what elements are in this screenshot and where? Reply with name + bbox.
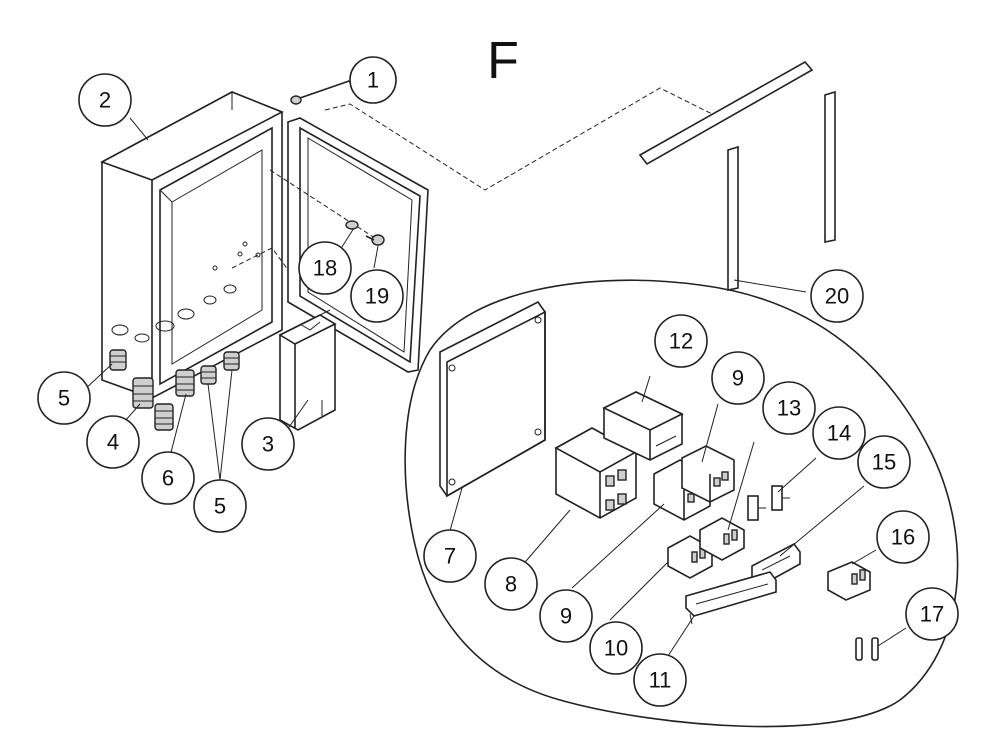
callout-12: 12 xyxy=(654,314,708,368)
cable-gland-small xyxy=(109,349,127,371)
svg-text:16: 16 xyxy=(891,525,915,550)
callout-20: 20 xyxy=(810,269,864,323)
callout-10: 10 xyxy=(589,621,643,675)
callout-7: 7 xyxy=(423,529,477,583)
components-outline xyxy=(404,279,959,728)
callout-18: 18 xyxy=(298,241,352,295)
callout-9: 9 xyxy=(711,351,765,405)
callout-1: 1 xyxy=(349,56,397,104)
cable-gland-medium xyxy=(154,403,174,431)
svg-text:9: 9 xyxy=(560,604,572,629)
fastener-dashed-line xyxy=(269,169,376,239)
mounting-plate xyxy=(439,300,546,498)
svg-text:8: 8 xyxy=(505,572,517,597)
cable-gland-small xyxy=(223,351,240,371)
svg-text:17: 17 xyxy=(920,602,944,627)
selector-switch xyxy=(827,561,871,601)
callout-9: 9 xyxy=(539,589,593,643)
svg-text:6: 6 xyxy=(162,466,174,491)
enclosure-body xyxy=(100,91,301,399)
svg-text:7: 7 xyxy=(444,544,456,569)
svg-text:14: 14 xyxy=(827,421,851,446)
callout-13: 13 xyxy=(762,381,816,435)
auxiliary-contact xyxy=(699,517,745,561)
callout-16: 16 xyxy=(876,510,930,564)
svg-text:5: 5 xyxy=(58,386,70,411)
callout-14: 14 xyxy=(812,406,866,460)
svg-text:13: 13 xyxy=(777,396,801,421)
callout-3: 3 xyxy=(241,417,295,471)
callout-8: 8 xyxy=(484,557,538,611)
mounting-bars xyxy=(638,60,836,291)
callout-17: 17 xyxy=(905,587,959,641)
svg-text:4: 4 xyxy=(107,430,119,455)
svg-text:19: 19 xyxy=(365,284,389,309)
contactor xyxy=(554,427,638,519)
svg-text:5: 5 xyxy=(214,494,226,519)
fuses xyxy=(855,637,879,661)
callout-4: 4 xyxy=(86,415,140,469)
svg-text:12: 12 xyxy=(669,329,693,354)
svg-text:11: 11 xyxy=(649,668,672,693)
fuse-holder xyxy=(747,485,790,521)
svg-text:18: 18 xyxy=(313,256,337,281)
cable-gland-large xyxy=(132,377,154,409)
callout-5: 5 xyxy=(193,479,247,533)
svg-text:9: 9 xyxy=(732,366,744,391)
callout-15: 15 xyxy=(857,435,911,489)
din-rail-bracket xyxy=(278,309,337,431)
callout-11: 11 xyxy=(633,653,687,707)
svg-text:10: 10 xyxy=(604,636,628,661)
callout-19: 19 xyxy=(350,269,404,323)
callout-5: 5 xyxy=(37,371,91,425)
cable-glands xyxy=(109,349,240,431)
cable-gland-small xyxy=(200,365,217,385)
cable-gland-medium xyxy=(175,369,195,397)
assembly-dashed-line xyxy=(324,87,721,191)
svg-text:20: 20 xyxy=(825,284,849,309)
svg-text:3: 3 xyxy=(262,432,274,457)
terminal-strip xyxy=(685,571,777,625)
diagram-title: F xyxy=(487,32,519,90)
callout-2: 2 xyxy=(78,73,132,127)
callout-6: 6 xyxy=(141,451,195,505)
svg-text:15: 15 xyxy=(872,450,896,475)
leader-lines xyxy=(81,79,907,657)
lock-washer xyxy=(345,220,359,230)
svg-text:2: 2 xyxy=(99,88,111,113)
transformer xyxy=(602,391,684,461)
svg-text:1: 1 xyxy=(367,68,379,93)
lock-screw xyxy=(365,234,385,246)
